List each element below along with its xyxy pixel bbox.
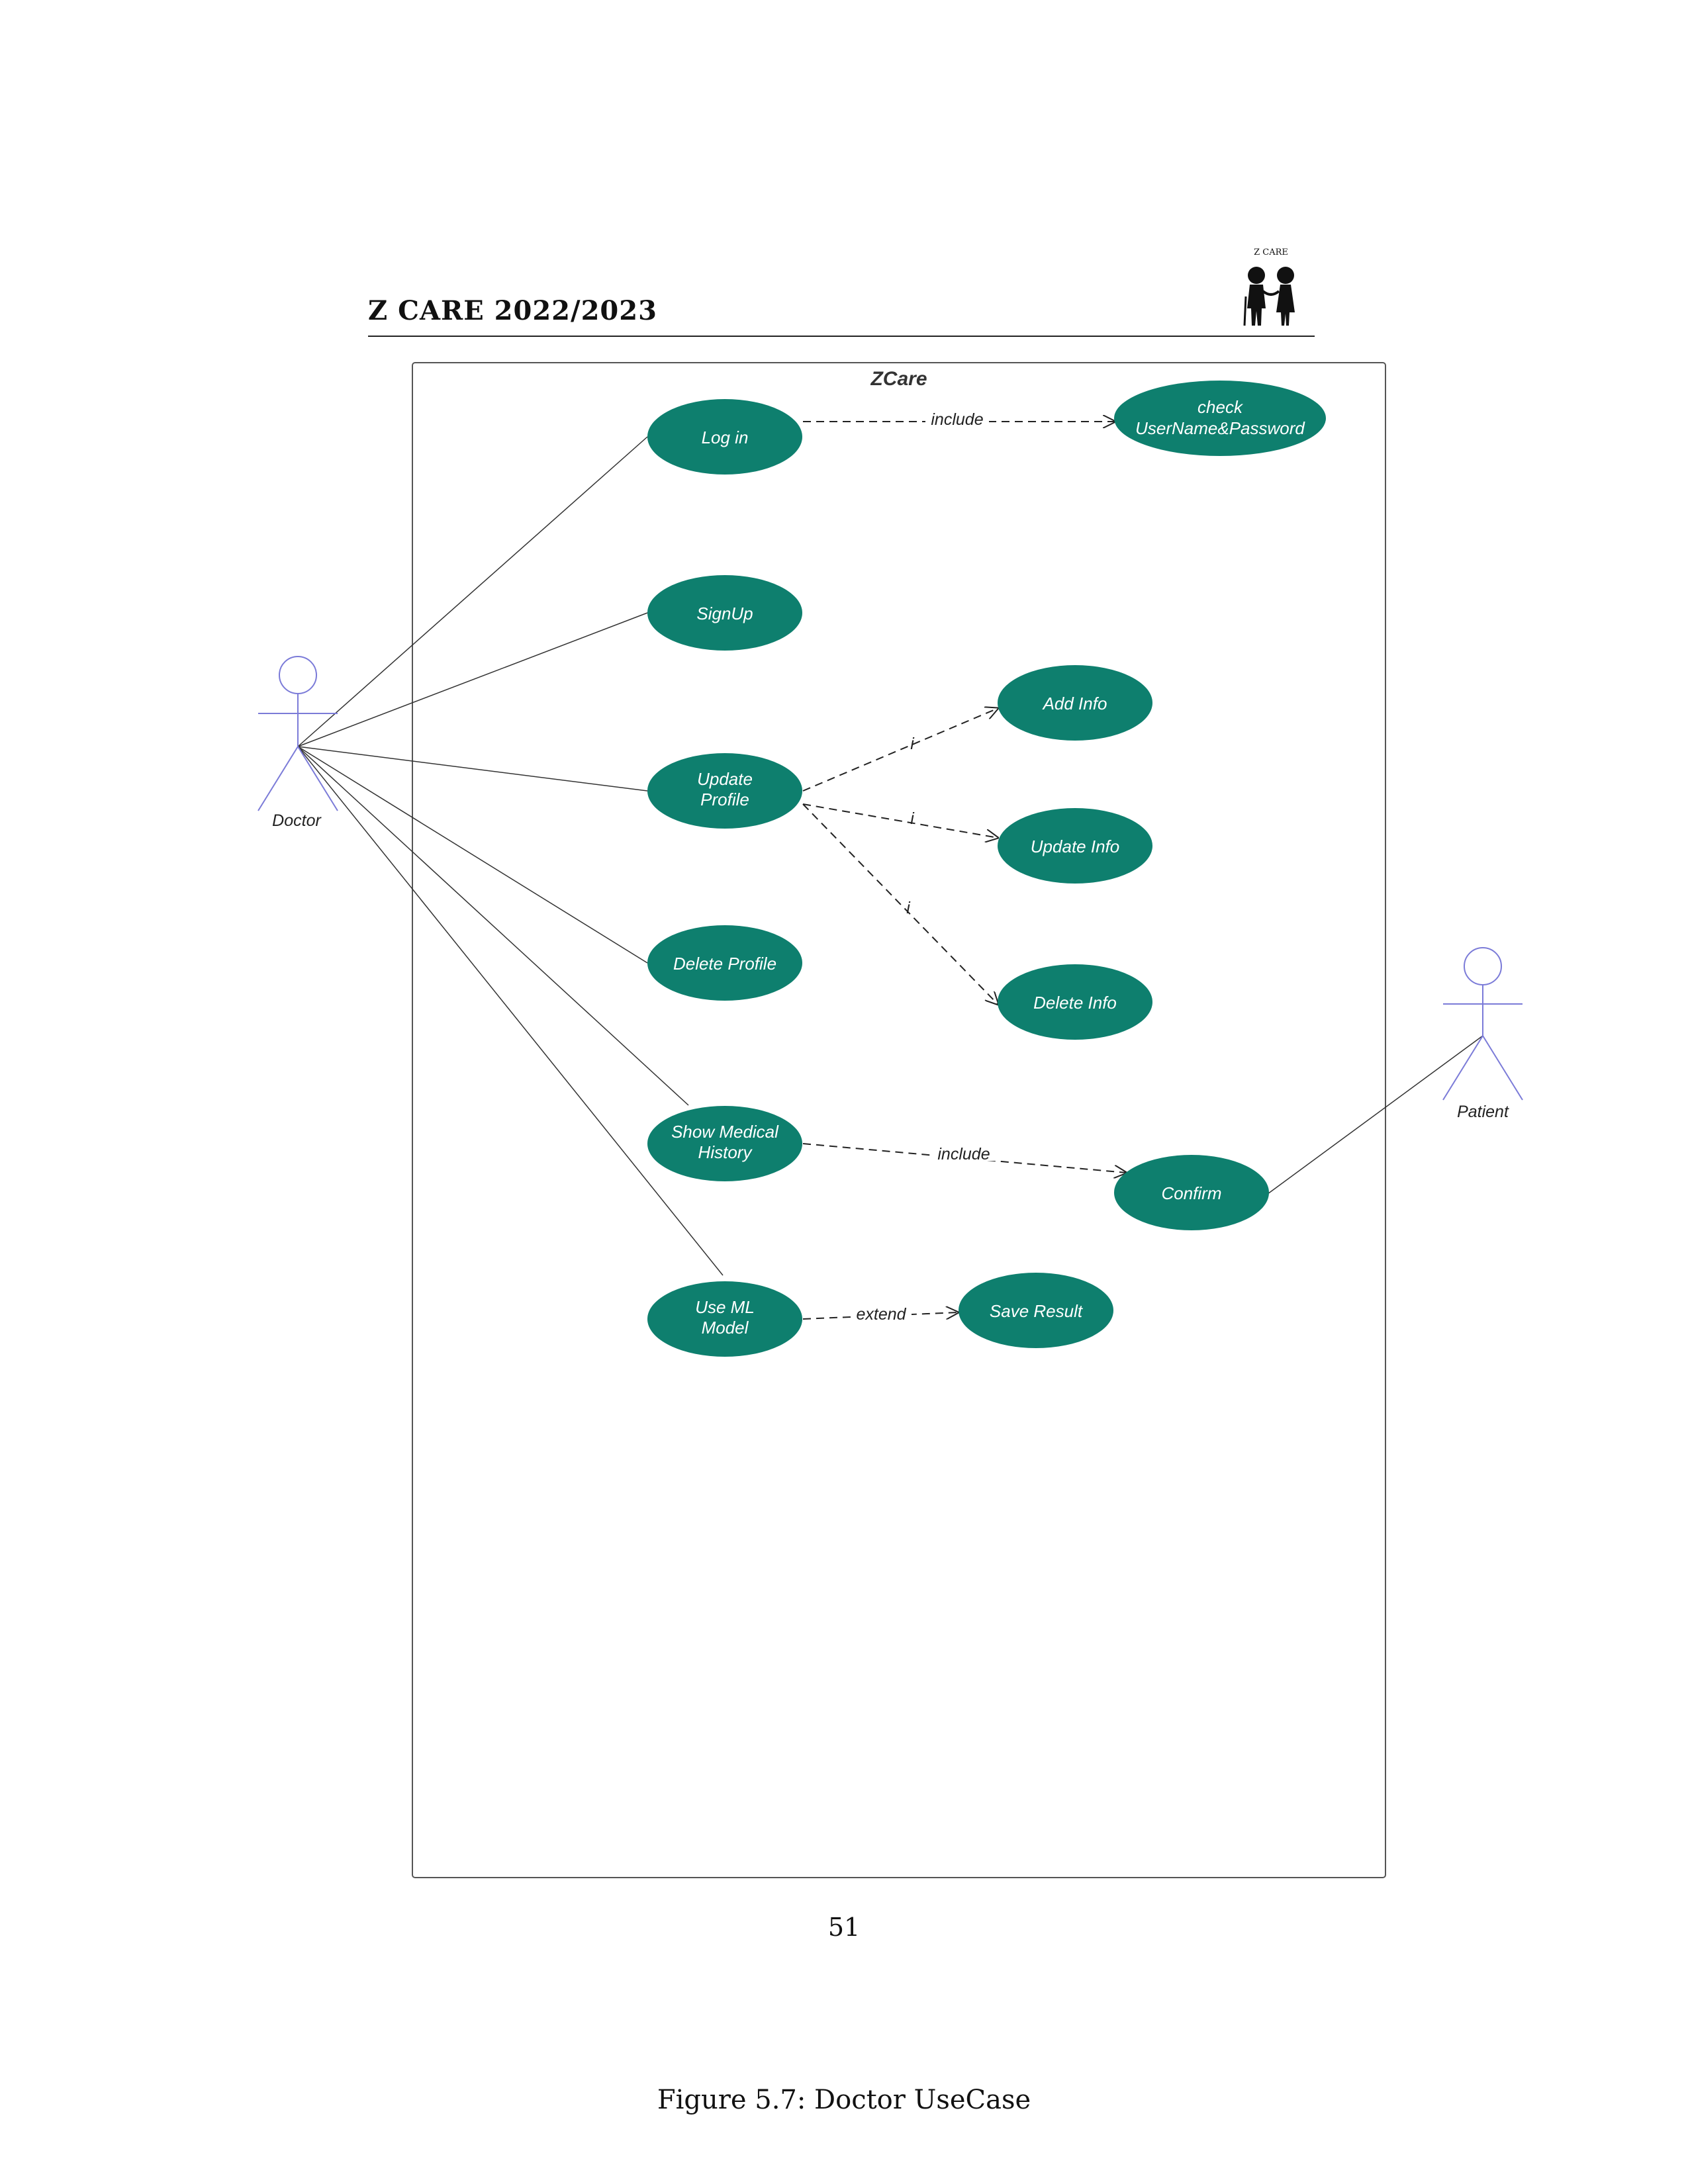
use-case-label: Model [702,1318,749,1338]
use-case-label: Save Result [990,1301,1084,1321]
doctor-actor [258,656,338,811]
include-arrow [802,708,998,792]
actor-head [279,656,317,694]
use-case-check-credentials [1114,381,1326,456]
actor-leg [258,746,299,811]
zcare-logo: Z CARE [1231,245,1311,331]
page-number: 51 [827,1913,861,1942]
use-case-add-info [998,665,1152,741]
actor-head [1464,947,1502,985]
use-case-label: check [1197,397,1244,417]
use-case-use-ml-model [647,1281,802,1357]
use-case-label: Delete Info [1033,993,1117,1013]
use-case-label: Profile [700,790,749,809]
couple-icon [1243,267,1295,326]
use-case-label: Show Medical [671,1122,779,1142]
use-case-signup [647,575,802,651]
actor-leg [1482,1035,1523,1101]
dependency-label: extend [856,1305,906,1324]
association-line [297,746,648,964]
include-arrow [802,803,998,838]
dependency-label: i [910,735,915,753]
header-rule [368,336,1315,337]
use-case-label: Delete Profile [673,954,776,974]
use-case-delete-info [998,964,1152,1040]
system-title: ZCare [870,368,927,390]
use-case-save-result [959,1273,1113,1348]
association-line [297,746,648,792]
use-case-label: Add Info [1042,694,1107,713]
patient-label: Patient [1457,1103,1509,1121]
association-lines [297,436,1483,1276]
association-line [297,436,648,747]
dependency-label: include [931,410,983,429]
figure-caption: Figure 5.7: Doctor UseCase [657,2085,1031,2115]
dependency-label: include [937,1145,990,1163]
doctor-label: Doctor [272,811,322,830]
use-case-label: SignUp [696,604,753,623]
use-case-label: Use ML [695,1297,755,1317]
use-case-update-profile [647,753,802,829]
use-case-label: Confirm [1161,1183,1221,1203]
association-line [297,746,724,1276]
association-line [297,612,648,747]
use-case-login [647,399,802,475]
association-line [1267,1035,1483,1195]
system-boundary [412,362,1386,1878]
use-case-delete-profile [647,925,802,1001]
use-case-label: History [698,1142,753,1162]
label-backdrop [925,409,989,426]
use-case-show-medical-history [647,1106,802,1181]
actor-leg [297,746,338,811]
use-case-label: UserName&Password [1135,418,1305,438]
use-case-label: Log in [702,428,749,447]
header-title: Z CARE 2022/2023 [368,295,657,326]
label-backdrop [851,1304,912,1321]
patient-actor [1442,947,1523,1101]
actor-leg [1442,1035,1483,1101]
use-case-update-info [998,808,1152,884]
use-case-confirm [1114,1155,1269,1230]
association-line [297,746,689,1106]
use-case-label: Update Info [1031,837,1119,856]
label-backdrop [932,1144,996,1161]
dependency-label: i [910,809,915,828]
logo-text: Z CARE [1254,248,1288,257]
include-arrow [802,803,998,1005]
dependency-label: i [906,899,911,917]
use-case-label: Update [697,769,753,789]
